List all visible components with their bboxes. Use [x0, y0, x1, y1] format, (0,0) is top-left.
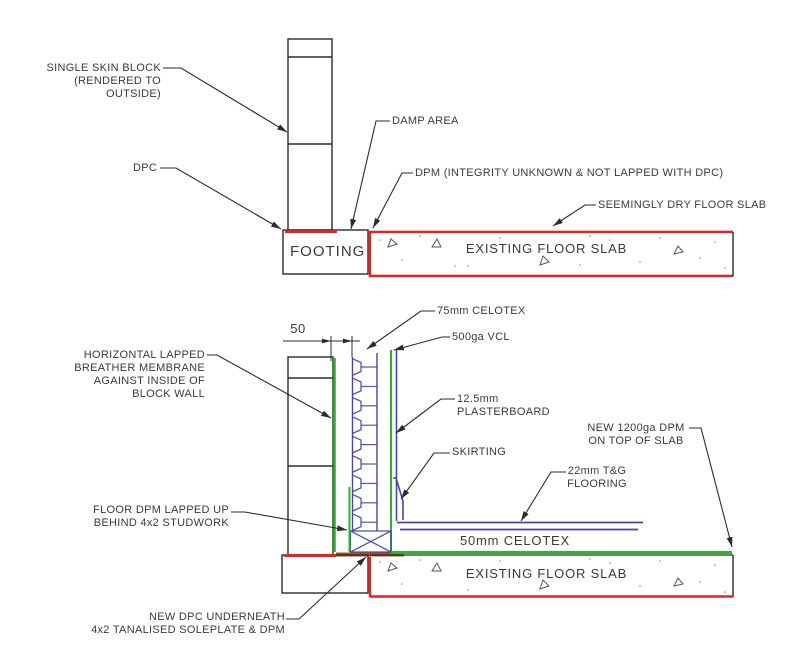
bottom-footing	[281, 554, 369, 594]
dimension-50	[283, 336, 360, 361]
top-slab-texture	[387, 237, 684, 266]
celotex-insulation-column	[351, 353, 378, 531]
label-dimension-50: 50	[290, 321, 306, 336]
label-dpm-note: DPM (INTEGRITY UNKNOWN & NOT LAPPED WITH…	[415, 167, 724, 179]
soleplate	[349, 530, 392, 553]
label-footing: FOOTING	[290, 243, 366, 260]
top-block-wall	[287, 38, 333, 231]
label-existing-floor-slab-bottom: EXISTING FLOOR SLAB	[465, 566, 628, 581]
label-floor-dpm-lapped: FLOOR DPM LAPPED UP BEHIND 4x2 STUDWORK	[93, 504, 229, 529]
bottom-block-wall	[287, 356, 334, 556]
label-skirting: SKIRTING	[452, 446, 507, 458]
label-seemingly-dry-floor-slab: SEEMINGLY DRY FLOOR SLAB	[598, 199, 767, 211]
top-slab-speckles	[379, 235, 726, 269]
label-new-1200ga-dpm: NEW 1200ga DPM ON TOP OF SLAB	[587, 422, 685, 447]
label-single-skin-block: SINGLE SKIN BLOCK (RENDERED TO OUTSIDE)	[46, 62, 161, 100]
top-leader-lines	[160, 67, 596, 230]
bottom-leader-lines	[207, 310, 733, 620]
label-22mm-tg-flooring: 22mm T&G FLOORING	[567, 465, 627, 490]
label-50mm-celotex: 50mm CELOTEX	[459, 533, 570, 548]
bottom-floor-slab	[368, 554, 734, 598]
label-new-dpc-underneath: NEW DPC UNDERNEATH 4x2 TANALISED SOLEPLA…	[91, 611, 285, 636]
bottom-detail-drawing	[207, 310, 734, 620]
label-75mm-celotex: 75mm CELOTEX	[437, 305, 526, 317]
label-dpc: DPC	[133, 162, 158, 174]
label-plasterboard: 12.5mm PLASTERBOARD	[457, 393, 550, 418]
bottom-slab-texture	[387, 561, 684, 590]
top-floor-slab	[368, 230, 734, 278]
flooring-lines	[397, 521, 643, 531]
top-detail-drawing	[160, 38, 734, 278]
label-existing-floor-slab-top: EXISTING FLOOR SLAB	[465, 241, 628, 256]
label-damp-area: DAMP AREA	[392, 115, 459, 127]
label-breather-membrane: HORIZONTAL LAPPED BREATHER MEMBRANE AGAI…	[74, 349, 205, 400]
label-500ga-vcl: 500ga VCL	[452, 331, 510, 343]
bottom-slab-speckles	[379, 558, 726, 593]
skirting-profile	[393, 477, 404, 520]
